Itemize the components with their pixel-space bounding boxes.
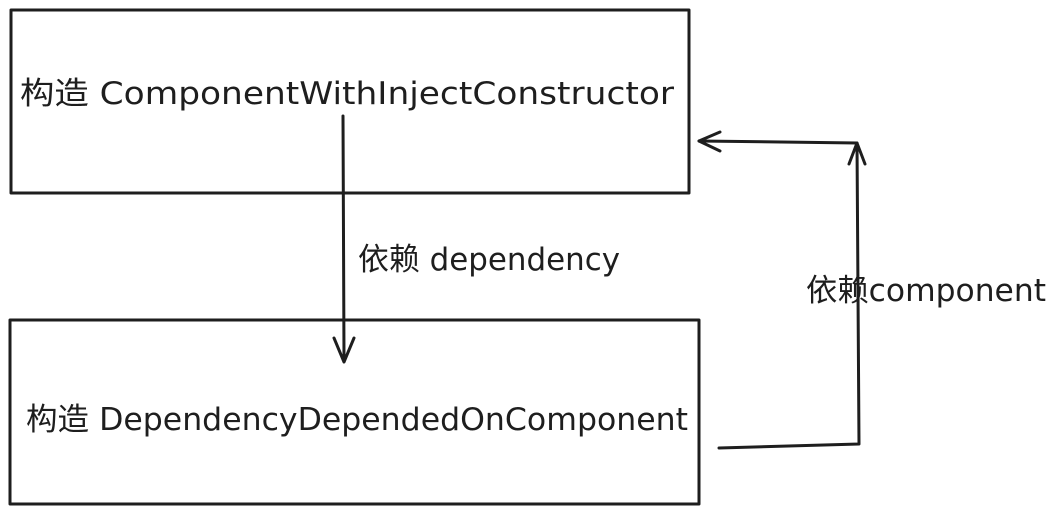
node-box-top — [9, 8, 691, 195]
arrowhead-down-icon — [332, 336, 356, 364]
edge-line-up-right — [697, 139, 861, 450]
node-label-top: 构造 ComponentWithInjectConstructor — [20, 76, 674, 112]
edge-bottom-to-top[interactable]: 依赖component — [697, 130, 1046, 450]
node-dependency-depended-on-component[interactable]: 构造 DependencyDependedOnComponent — [8, 318, 701, 506]
node-label-bottom: 构造 DependencyDependedOnComponent — [26, 402, 688, 438]
edge-label-component: 依赖component — [806, 273, 1046, 309]
edge-top-to-bottom[interactable]: 依赖 dependency — [332, 114, 620, 364]
node-box-bottom — [8, 318, 701, 506]
arrowhead-left-icon — [697, 130, 722, 153]
edge-label-dependency: 依赖 dependency — [358, 242, 620, 278]
arrowhead-up-icon — [847, 141, 867, 166]
edge-line-down — [341, 114, 346, 360]
node-component-with-inject-constructor[interactable]: 构造 ComponentWithInjectConstructor — [9, 8, 691, 195]
